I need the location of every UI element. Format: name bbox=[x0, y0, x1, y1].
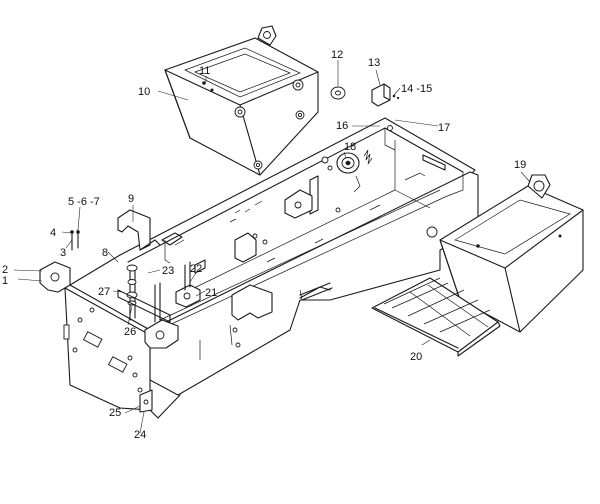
callout-labels: 1 2 3 4 5 -6 -7 8 9 10 11 12 13 14 -15 1… bbox=[2, 49, 526, 441]
callout-22: 22 bbox=[190, 263, 202, 275]
callout-4: 4 bbox=[50, 227, 56, 239]
callout-12: 12 bbox=[331, 49, 343, 61]
callout-25: 25 bbox=[109, 407, 121, 419]
bearing bbox=[336, 152, 361, 193]
callout-18: 18 bbox=[344, 141, 356, 153]
callout-1: 1 bbox=[2, 275, 8, 287]
washer bbox=[330, 86, 346, 100]
callout-2: 2 bbox=[2, 264, 8, 276]
small-bracket bbox=[371, 83, 400, 107]
callout-27: 27 bbox=[98, 286, 110, 298]
callout-9: 9 bbox=[128, 193, 134, 205]
callout-5-6-7: 5 -6 -7 bbox=[68, 196, 100, 208]
callout-16: 16 bbox=[336, 120, 348, 132]
callout-21: 21 bbox=[205, 287, 217, 299]
callout-13: 13 bbox=[368, 57, 380, 69]
callout-20: 20 bbox=[410, 351, 422, 363]
callout-24: 24 bbox=[134, 429, 146, 441]
callout-17: 17 bbox=[438, 122, 450, 134]
spring bbox=[363, 149, 373, 165]
main-frame bbox=[39, 117, 479, 419]
callout-8: 8 bbox=[102, 247, 108, 259]
callout-11: 11 bbox=[199, 65, 210, 77]
grate-cover bbox=[371, 277, 501, 357]
callout-3: 3 bbox=[60, 247, 66, 259]
leader-lines bbox=[13, 60, 531, 434]
callout-14-15: 14 -15 bbox=[401, 83, 432, 95]
callout-23: 23 bbox=[162, 265, 174, 277]
callout-19: 19 bbox=[514, 159, 526, 171]
callout-26: 26 bbox=[124, 326, 136, 338]
callout-10: 10 bbox=[138, 86, 150, 98]
battery-box bbox=[164, 25, 319, 176]
